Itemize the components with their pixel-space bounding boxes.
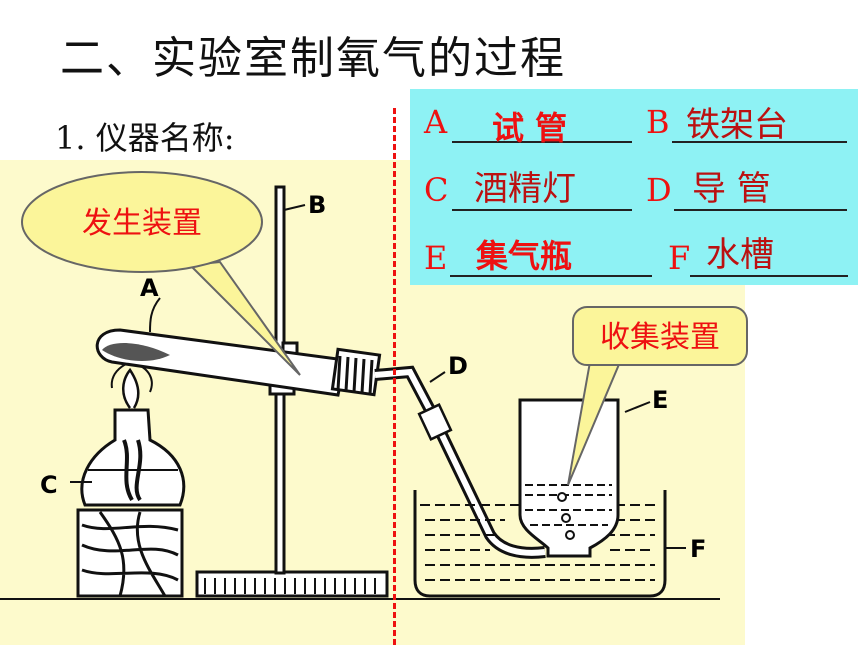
answer-letter-d: D <box>646 171 672 209</box>
slide-title: 二、实验室制氧气的过程 <box>60 33 566 84</box>
answer-a: 试 管 <box>492 109 568 147</box>
stand-base <box>195 570 389 598</box>
answer-letter-a: A <box>424 103 448 141</box>
answer-e: 集气瓶 <box>476 237 573 275</box>
collector-callout: 收集装置 <box>567 306 748 486</box>
answer-b: 铁架台 <box>686 105 788 145</box>
delivery-tube <box>374 365 546 559</box>
answer-box: A 试 管 B 铁架台 C 酒精灯 D 导 管 E 集气瓶 F 水槽 <box>410 89 858 285</box>
answer-d: 导 管 <box>692 169 771 209</box>
label-d: D <box>448 352 468 380</box>
apparatus-diagram: A B C D E F <box>0 185 720 600</box>
label-b: B <box>308 191 326 219</box>
label-c: C <box>40 471 58 499</box>
answer-letter-e: E <box>424 239 448 277</box>
section-subtitle: 1. 仪器名称: <box>55 119 235 157</box>
wood-block <box>76 508 184 598</box>
alcohol-lamp <box>80 360 186 507</box>
answer-row-3: E 集气瓶 F 水槽 <box>424 227 854 277</box>
answer-row-1: A 试 管 B 铁架台 <box>424 97 854 147</box>
answer-row-2: C 酒精灯 D 导 管 <box>424 161 854 211</box>
dashed-divider <box>393 108 396 645</box>
answer-f: 水槽 <box>706 235 774 275</box>
generator-callout-text: 发生装置 <box>82 206 202 241</box>
label-a: A <box>140 274 159 302</box>
collector-callout-text: 收集装置 <box>600 320 720 355</box>
answer-c: 酒精灯 <box>474 169 576 209</box>
label-f: F <box>690 535 706 563</box>
answer-letter-f: F <box>668 239 691 277</box>
generator-callout: 发生装置 <box>21 171 301 376</box>
test-tube <box>95 328 382 397</box>
answer-letter-b: B <box>646 103 670 141</box>
answer-letter-c: C <box>424 171 449 209</box>
label-e: E <box>652 386 668 414</box>
